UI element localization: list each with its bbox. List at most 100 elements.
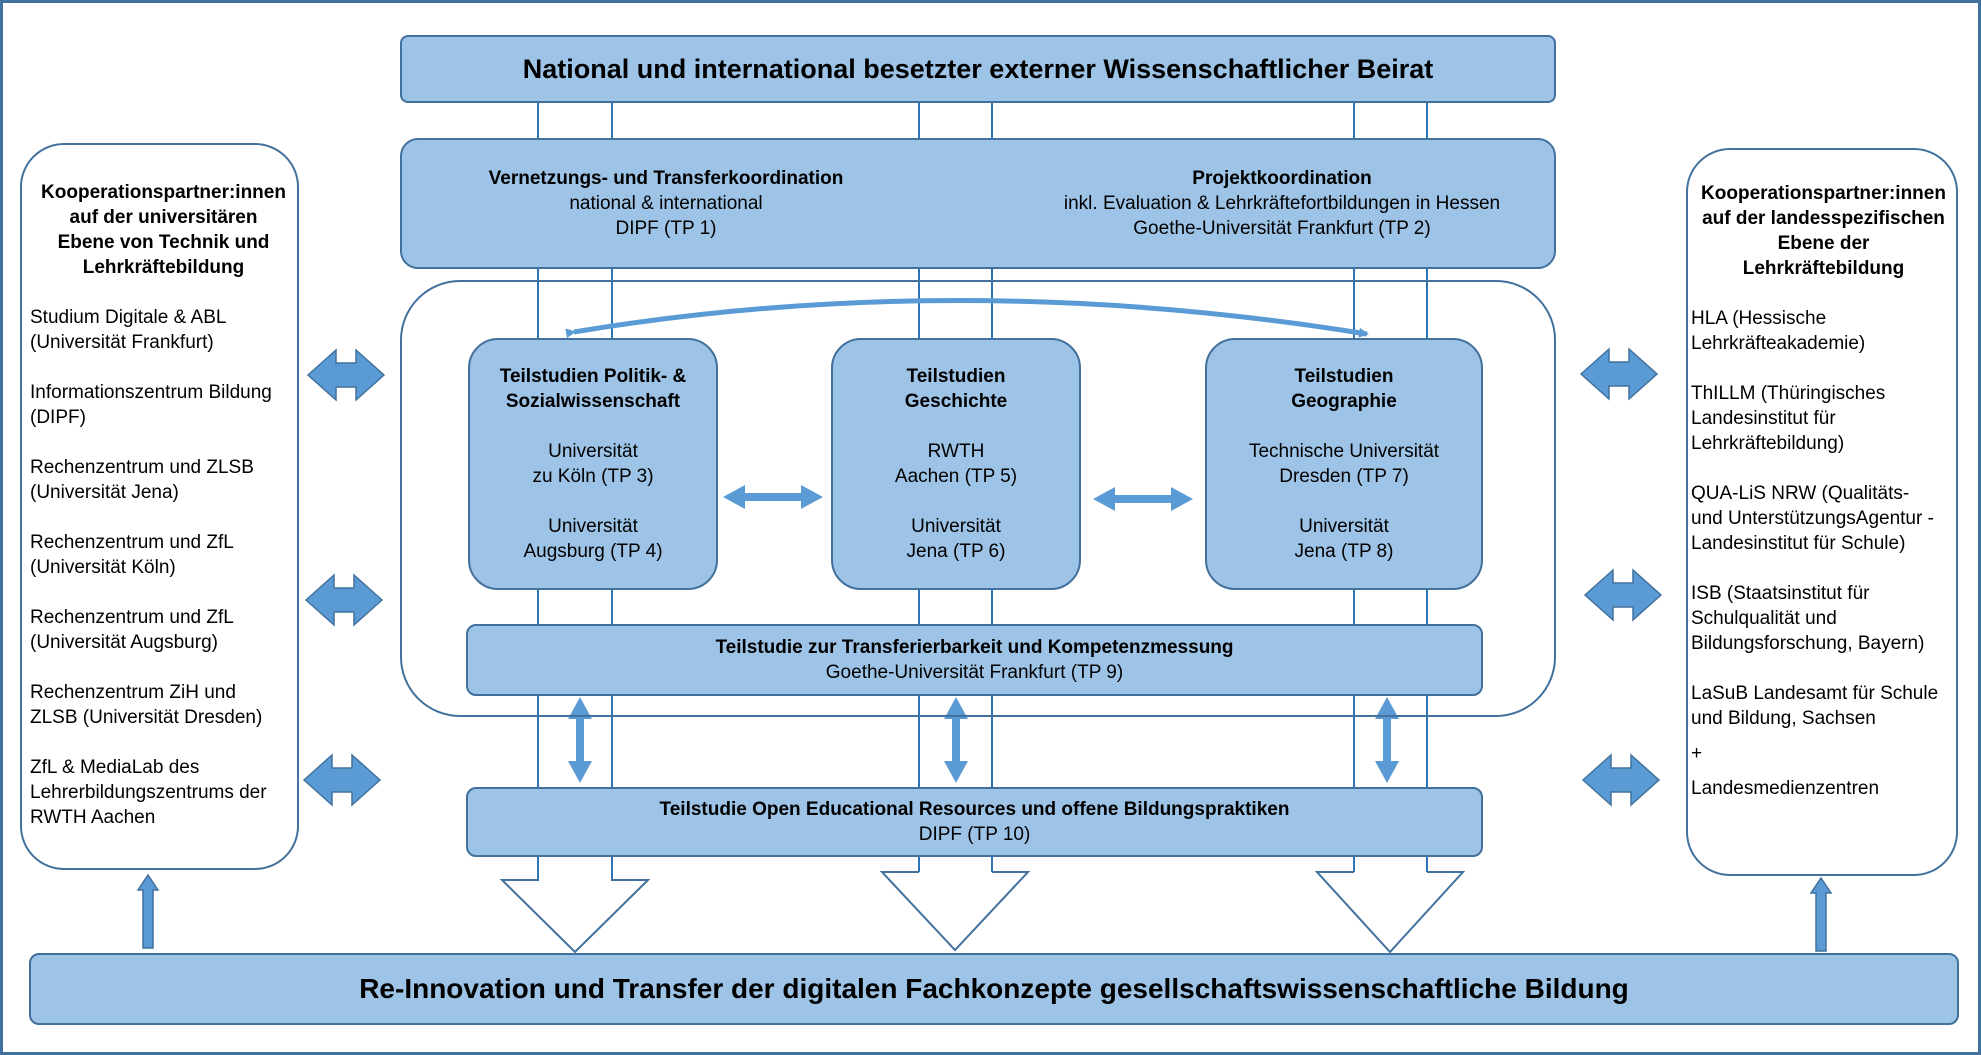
left-panel-heading: Kooperationspartner:innen auf der univer… bbox=[30, 180, 297, 280]
partner-line: + bbox=[1691, 743, 1703, 764]
partner-line: Rechenzentrum ZiH und bbox=[30, 682, 236, 703]
oer-box: Teilstudie Open Educational Resources un… bbox=[466, 787, 1483, 857]
teilstudie-geschichte: Teilstudien Geschichte RWTH Aachen (TP 5… bbox=[831, 338, 1081, 590]
beirat-title: National und international besetzter ext… bbox=[522, 53, 1434, 84]
partner-line: (DIPF) bbox=[30, 407, 86, 428]
partner-line: QUA-LiS NRW (Qualitäts- bbox=[1691, 483, 1910, 504]
down-arrow-right bbox=[1314, 871, 1466, 954]
side-arrow-left-3 bbox=[302, 753, 382, 807]
coordination-box: Vernetzungs- und Transferkoordination na… bbox=[400, 138, 1556, 269]
side-arrow-right-1 bbox=[1579, 347, 1659, 401]
partner-item: LaSuB Landesamt für Schule und Bildung, … bbox=[1691, 681, 1956, 731]
partner-line: Lehrerbildungszentrums der bbox=[30, 782, 267, 803]
heading-line: Kooperationspartner:innen bbox=[41, 182, 286, 203]
partner-line: Landesinstitut für bbox=[1691, 408, 1836, 429]
partner-line: und Bildung, Sachsen bbox=[1691, 708, 1876, 729]
partner-line: Rechenzentrum und ZLSB bbox=[30, 457, 254, 478]
partner-item: Rechenzentrum und ZfL (Universität Köln) bbox=[30, 530, 297, 580]
right-partner-panel: Kooperationspartner:innen auf der landes… bbox=[1686, 148, 1958, 876]
partner-line: ThILLM (Thüringisches bbox=[1691, 383, 1886, 404]
teilstudie-title: Geschichte bbox=[904, 391, 1008, 412]
partner-line: (Universität Augsburg) bbox=[30, 632, 218, 653]
partner-item: HLA (Hessische Lehrkräfteakademie) bbox=[1691, 306, 1956, 356]
partner-line: Informationszentrum Bildung bbox=[30, 382, 272, 403]
bottom-box: Re-Innovation und Transfer der digitalen… bbox=[29, 953, 1959, 1025]
partner-item: Informationszentrum Bildung (DIPF) bbox=[30, 380, 297, 430]
partner-item: Studium Digitale & ABL (Universität Fran… bbox=[30, 305, 297, 355]
partner-line: HLA (Hessische bbox=[1691, 308, 1827, 329]
partner-line: (Universität Frankfurt) bbox=[30, 332, 214, 353]
partner-line: ZfL & MediaLab des bbox=[30, 757, 200, 778]
teilstudie-title: Teilstudien bbox=[906, 366, 1006, 387]
partner-item: Rechenzentrum und ZLSB (Universität Jena… bbox=[30, 455, 297, 505]
teilstudie-title: Teilstudien bbox=[1294, 366, 1394, 387]
vertical-arrow-left bbox=[568, 697, 592, 783]
partner-line: ISB (Staatsinstitut für bbox=[1691, 583, 1870, 604]
partner-line: RWTH Aachen bbox=[30, 807, 156, 828]
partner-line: und UnterstützungsAgentur - bbox=[1691, 508, 1934, 529]
up-arrow-right bbox=[1809, 876, 1833, 952]
heading-line: Lehrkräftebildung bbox=[82, 257, 245, 278]
partner-line: Rechenzentrum und ZfL bbox=[30, 607, 234, 628]
partner-item: + bbox=[1691, 741, 1956, 766]
side-arrow-left-2 bbox=[304, 573, 384, 627]
vertical-arrow-right bbox=[1375, 697, 1399, 783]
partner-item: Rechenzentrum ZiH und ZLSB (Universität … bbox=[30, 680, 297, 730]
partner-line: Landesinstitut für Schule) bbox=[1691, 533, 1906, 554]
partner-item: Landesmedienzentren bbox=[1691, 776, 1956, 801]
teilstudie-politik: Teilstudien Politik- & Sozialwissenschaf… bbox=[468, 338, 718, 590]
beirat-box: National und international besetzter ext… bbox=[400, 35, 1556, 103]
teilstudie-partner: Dresden (TP 7) bbox=[1279, 466, 1409, 487]
teilstudie-partner: Universität bbox=[911, 516, 1001, 537]
oer-title: Teilstudie Open Educational Resources un… bbox=[659, 799, 1290, 820]
teilstudie-partner: Universität bbox=[1299, 516, 1389, 537]
teilstudie-title: Sozialwissenschaft bbox=[505, 391, 681, 412]
teilstudie-partner: Aachen (TP 5) bbox=[894, 466, 1018, 487]
partner-line: Rechenzentrum und ZfL bbox=[30, 532, 234, 553]
teilstudie-partner: Technische Universität bbox=[1248, 441, 1440, 462]
partner-line: Landesmedienzentren bbox=[1691, 778, 1880, 799]
teilstudie-partner: Jena (TP 8) bbox=[1294, 541, 1394, 562]
heading-line: Lehrkräftebildung bbox=[1742, 258, 1905, 279]
teilstudie-geographie: Teilstudien Geographie Technische Univer… bbox=[1205, 338, 1483, 590]
transfer-title: Teilstudie zur Transferierbarkeit und Ko… bbox=[715, 637, 1234, 658]
partner-item: QUA-LiS NRW (Qualitäts- und Unterstützun… bbox=[1691, 481, 1956, 556]
heading-line: Kooperationspartner:innen bbox=[1701, 183, 1946, 204]
partner-line: Bildungsforschung, Bayern) bbox=[1691, 633, 1925, 654]
teilstudie-partner: RWTH bbox=[927, 441, 985, 462]
coordination-right-line: Goethe-Universität Frankfurt (TP 2) bbox=[1133, 218, 1431, 239]
coordination-left: Vernetzungs- und Transferkoordination na… bbox=[426, 166, 906, 241]
vertical-arrow-middle bbox=[944, 697, 968, 783]
teilstudie-partner: Augsburg (TP 4) bbox=[523, 541, 663, 562]
side-arrow-right-2 bbox=[1583, 568, 1663, 622]
curved-arrow bbox=[565, 298, 1369, 339]
down-arrow-left bbox=[499, 878, 651, 954]
transfer-box: Teilstudie zur Transferierbarkeit und Ko… bbox=[466, 624, 1483, 696]
side-arrows bbox=[136, 347, 1833, 952]
heading-line: auf der universitären bbox=[69, 207, 258, 228]
partner-line: Schulqualität und bbox=[1691, 608, 1837, 629]
partner-item: Rechenzentrum und ZfL (Universität Augsb… bbox=[30, 605, 297, 655]
coordination-right: Projektkoordination inkl. Evaluation & L… bbox=[1032, 166, 1532, 241]
partner-item: ZfL & MediaLab des Lehrerbildungszentrum… bbox=[30, 755, 297, 830]
teilstudie-partner: Jena (TP 6) bbox=[906, 541, 1006, 562]
partner-line: ZLSB (Universität Dresden) bbox=[30, 707, 263, 728]
teilstudie-partner: zu Köln (TP 3) bbox=[532, 466, 654, 487]
transfer-sub: Goethe-Universität Frankfurt (TP 9) bbox=[825, 662, 1124, 683]
teilstudie-title: Geographie bbox=[1291, 391, 1397, 412]
partner-line: LaSuB Landesamt für Schule bbox=[1691, 683, 1939, 704]
double-arrow-tp3-tp5 bbox=[723, 485, 823, 509]
side-arrow-right-3 bbox=[1581, 753, 1661, 807]
coordination-left-title: Vernetzungs- und Transferkoordination bbox=[488, 168, 844, 189]
left-partner-panel: Kooperationspartner:innen auf der univer… bbox=[20, 143, 299, 870]
right-panel-heading: Kooperationspartner:innen auf der landes… bbox=[1691, 181, 1956, 281]
coordination-right-line: inkl. Evaluation & Lehrkräftefortbildung… bbox=[1063, 193, 1501, 214]
heading-line: Ebene von Technik und bbox=[57, 232, 270, 253]
teilstudie-title: Teilstudien Politik- & bbox=[499, 366, 687, 387]
partner-line: Studium Digitale & ABL bbox=[30, 307, 227, 328]
double-arrow-tp5-tp7 bbox=[1093, 487, 1193, 511]
oer-sub: DIPF (TP 10) bbox=[918, 824, 1031, 845]
partner-line: Lehrkräftebildung) bbox=[1691, 433, 1845, 454]
